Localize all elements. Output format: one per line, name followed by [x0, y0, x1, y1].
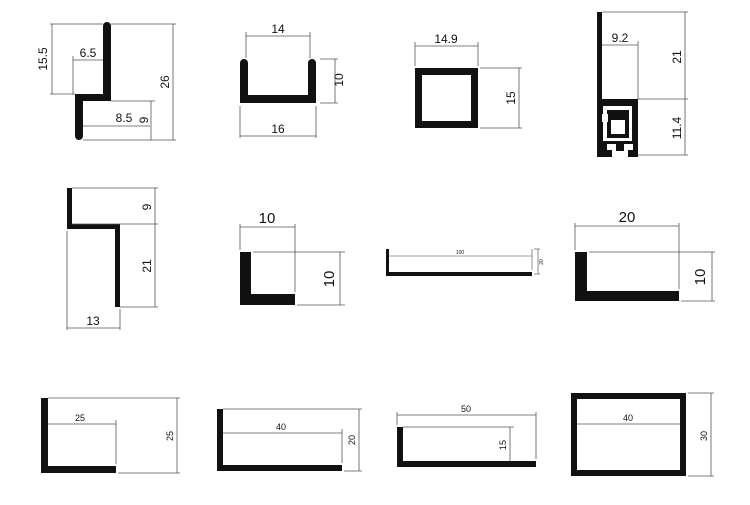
dim-p4-inner-width: 9.2 [612, 31, 629, 45]
profile-9-shape [41, 398, 116, 473]
dim-p5-height-upper: 9 [140, 203, 154, 210]
profile-12-shape [571, 393, 686, 476]
dim-p2-inner-width: 14 [271, 22, 285, 36]
profile-3: 14.9 15 [414, 32, 522, 129]
profile-10: 40 20 [217, 408, 362, 472]
dim-p4-height-upper: 21 [670, 50, 684, 64]
dim-p1-height-lower: 9 [137, 116, 151, 123]
profile-7: 100 20 [386, 248, 545, 276]
profile-2: 14 10 16 [239, 22, 346, 138]
dim-p7-height: 20 [539, 259, 545, 265]
dim-p7-length: 100 [456, 250, 465, 256]
dim-p5-height-lower: 21 [140, 259, 154, 273]
profile-2-shape [240, 59, 316, 103]
profile-5: 9 21 13 [66, 187, 158, 330]
dim-p2-height: 10 [332, 73, 346, 87]
dim-p4-height-base: 11.4 [670, 116, 684, 139]
dim-p1-height-total: 26 [158, 75, 172, 89]
dim-p11-width: 50 [461, 404, 471, 414]
profile-5-shape [67, 188, 120, 307]
dim-p1-height-upper: 15.5 [36, 47, 50, 71]
dim-p2-outer-width: 16 [271, 122, 285, 136]
dim-p10-width: 40 [276, 422, 286, 432]
dim-p12-height: 30 [699, 431, 709, 441]
dim-p1-width-lower: 8.5 [116, 111, 133, 125]
dim-p1-width-upper: 6.5 [80, 46, 97, 60]
dim-p10-height: 20 [347, 435, 357, 445]
profile-10-shape [217, 409, 342, 471]
profile-1-shape [75, 22, 111, 140]
profile-8-shape [575, 252, 679, 301]
dim-p3-height: 15 [504, 91, 518, 105]
profile-12: 40 30 [571, 392, 714, 477]
profile-6: 10 10 [239, 210, 345, 306]
profile-11: 50 15 [396, 404, 537, 467]
dim-p6-width: 10 [259, 210, 276, 227]
dim-p5-width: 13 [86, 314, 100, 328]
profile-8: 20 10 [574, 209, 715, 302]
profile-1: 15.5 6.5 26 8.5 9 [36, 22, 176, 141]
dim-p3-width: 14.9 [434, 32, 458, 46]
dim-p6-height: 10 [321, 271, 338, 288]
profile-4: 9.2 21 11.4 [597, 11, 688, 157]
profile-11-shape [397, 427, 536, 467]
dim-p11-height: 15 [498, 440, 508, 450]
profile-6-shape [240, 252, 295, 305]
dim-p9-height: 25 [165, 431, 175, 441]
profile-7-shape [386, 249, 532, 276]
profile-3-shape [415, 68, 478, 128]
dim-p8-height: 10 [692, 269, 709, 286]
dim-p9-width: 25 [75, 413, 85, 423]
profile-9: 25 25 [41, 397, 180, 474]
dim-p8-width: 20 [619, 209, 636, 226]
dim-p12-width: 40 [623, 413, 633, 423]
